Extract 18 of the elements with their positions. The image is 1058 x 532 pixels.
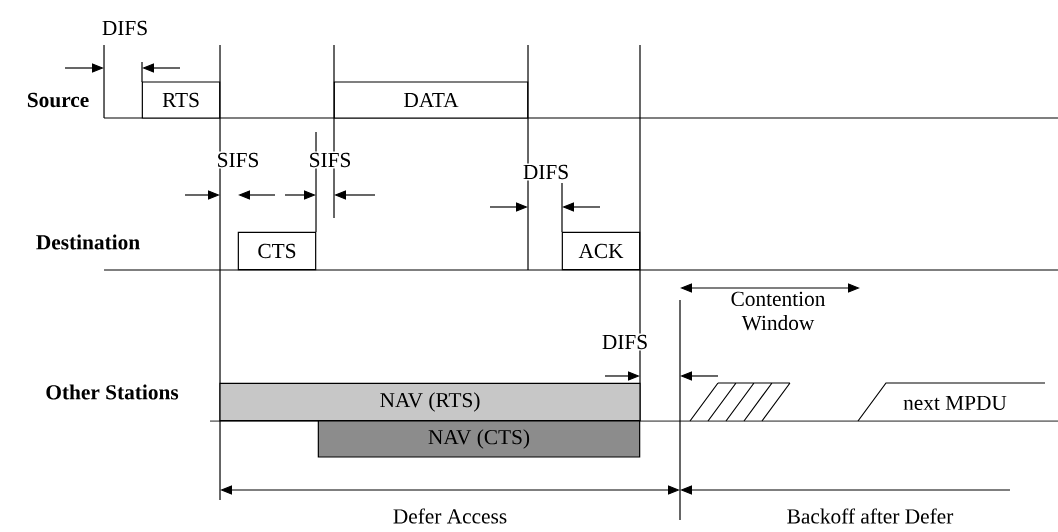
- interval-label: next MPDU: [901, 394, 1009, 412]
- frame-box: RTS: [141, 81, 221, 119]
- interval-label: SIFS: [307, 151, 353, 169]
- row-label: Other Stations: [46, 384, 179, 400]
- row-label: Source: [27, 92, 89, 108]
- row-label: Destination: [36, 234, 140, 250]
- frame-box: NAV (CTS): [317, 420, 641, 458]
- interval-label: SIFS: [215, 151, 261, 169]
- interval-label: Contention Window: [731, 291, 826, 331]
- interval-label: DIFS: [600, 333, 650, 351]
- frame-box: CTS: [237, 231, 317, 271]
- frame-box: ACK: [561, 231, 641, 271]
- interval-label: Backoff after Defer: [785, 507, 955, 525]
- interval-label: Defer Access: [391, 507, 509, 525]
- frame-box: NAV (RTS): [219, 382, 641, 422]
- interval-label: DIFS: [521, 163, 571, 181]
- frame-box: DATA: [333, 81, 529, 119]
- interval-label: DIFS: [100, 19, 150, 37]
